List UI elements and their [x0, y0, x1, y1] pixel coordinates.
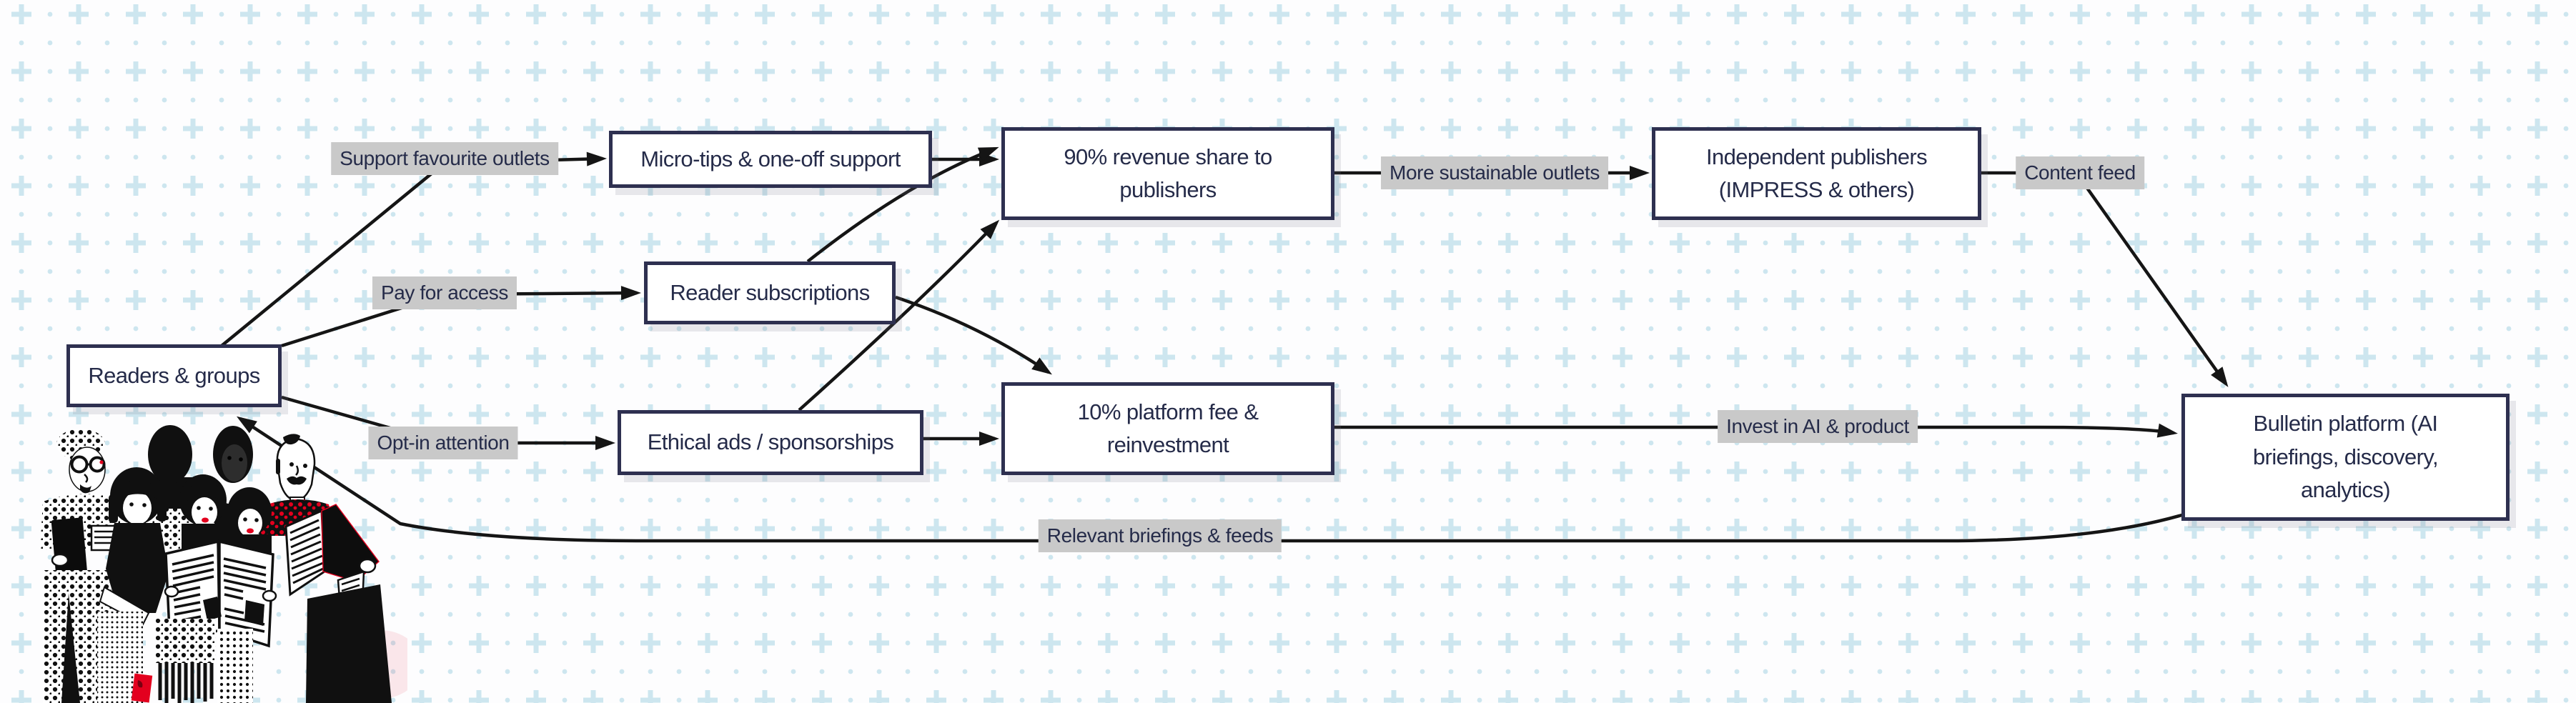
edge-fee10-bulletin — [1334, 423, 2178, 438]
node-independent-publishers: Independent publishers (IMPRESS & others… — [1652, 127, 1981, 220]
node-label: Readers & groups — [88, 362, 260, 388]
edge-label-relevant-briefings: Relevant briefings & feeds — [1038, 519, 1282, 552]
open-book — [284, 504, 392, 703]
node-readers-and-groups: Readers & groups — [66, 344, 282, 407]
readers-illustration — [40, 425, 407, 703]
edge-label-support-favourite-outlets: Support favourite outlets — [331, 142, 558, 175]
node-label: Reader subscriptions — [670, 279, 870, 305]
node-90-revenue-share: 90% revenue share to publishers — [1001, 127, 1334, 220]
node-bulletin-platform: Bulletin platform (AI briefings, discove… — [2181, 394, 2510, 521]
edge-label-pay-for-access: Pay for access — [372, 276, 517, 309]
node-label: Independent publishers (IMPRESS & others… — [1705, 144, 1928, 203]
edge-subscriptions-rev90 — [806, 146, 999, 263]
clothing-textures — [131, 619, 253, 703]
edge-subscriptions-fee10 — [895, 295, 1052, 375]
edge-label-more-sustainable-outlets: More sustainable outlets — [1381, 156, 1608, 189]
red-patch — [131, 673, 153, 703]
edge-indpub-bulletin — [1981, 171, 2229, 387]
node-ethical-ads: Ethical ads / sponsorships — [618, 410, 923, 475]
edge-label-opt-in-attention: Opt-in attention — [368, 427, 518, 459]
node-label: 90% revenue share to publishers — [1064, 144, 1272, 203]
edge-readers-microtips — [220, 151, 607, 347]
edge-ads-rev90 — [798, 219, 1000, 412]
node-label: Micro-tips & one-off support — [640, 146, 901, 171]
node-10-platform-fee: 10% platform fee & reinvestment — [1001, 382, 1334, 475]
edge-label-invest-in-ai: Invest in AI & product — [1718, 410, 1918, 443]
node-micro-tips: Micro-tips & one-off support — [609, 131, 932, 188]
node-reader-subscriptions: Reader subscriptions — [644, 261, 896, 324]
person-mustache — [259, 434, 336, 536]
node-label: Bulletin platform (AI briefings, discove… — [2252, 411, 2439, 503]
node-label: Ethical ads / sponsorships — [647, 429, 894, 455]
node-label: 10% platform fee & reinvestment — [1077, 399, 1259, 458]
edge-label-content-feed: Content feed — [2016, 156, 2144, 189]
edge-bulletin-readers — [236, 416, 2185, 543]
